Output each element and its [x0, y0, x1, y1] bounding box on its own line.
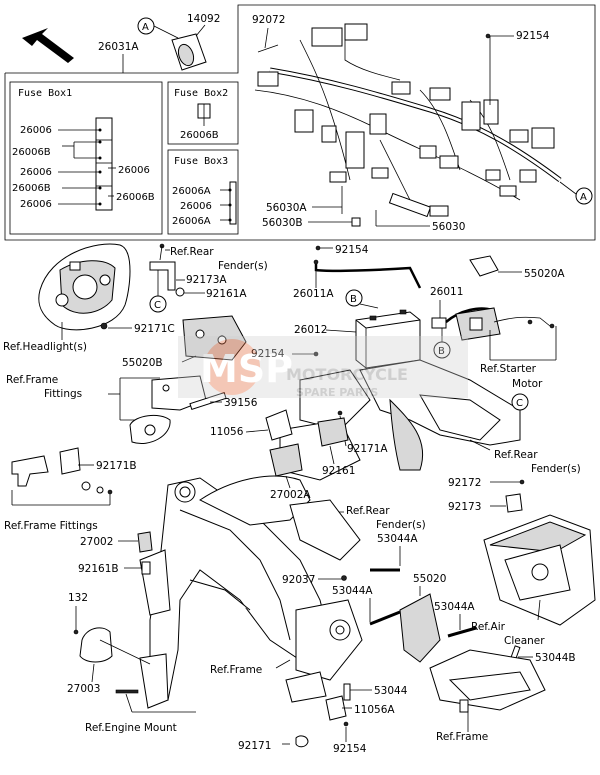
callout-a-label: A: [142, 22, 149, 33]
part-92173A-label: 92173A: [186, 274, 227, 286]
ref-frame-fittings-1b: Fittings: [44, 388, 82, 400]
relay-cover-part: A 14092: [137, 13, 220, 71]
part-92154-b-label: 92154: [335, 244, 369, 256]
part-26011-label: 26011: [430, 286, 463, 298]
watermark-logo: MSP MOTORCYCLE SPARE PARTS: [178, 336, 468, 399]
callout-b-right-label: B: [438, 346, 445, 357]
part-92173-label: 92173: [448, 501, 481, 513]
part-11056A-label: 11056A: [354, 704, 395, 716]
part-53044A-1-label: 53044A: [377, 533, 418, 545]
ref-starter-b: Motor: [512, 378, 543, 390]
fuse-box-3: Fuse Box3 26006A 26006 26006A: [167, 149, 239, 235]
part-53044-label: 53044: [374, 685, 408, 697]
fuse-box-3-part-3: 26006A: [172, 216, 211, 227]
ref-frame-2: Ref.Frame: [436, 731, 488, 743]
fuse-box-3-title: Fuse Box3: [174, 156, 228, 167]
ref-rear-fender-1b: Fender(s): [218, 260, 268, 272]
ref-rear-fender-1a: Ref.Rear: [170, 246, 214, 258]
headlight-part: [38, 243, 131, 331]
rear-frame-part: [429, 649, 546, 713]
fuse-box-1-title: Fuse Box1: [18, 88, 72, 99]
cover-55020B-part: [182, 315, 247, 361]
ref-air-b: Cleaner: [504, 635, 545, 647]
rear-fender-tray-part: [359, 359, 521, 471]
fuse-box-1-right-2: 26006B: [116, 192, 155, 203]
part-92172-label: 92172: [448, 477, 481, 489]
fuse-box-2: Fuse Box2 26006B: [167, 81, 239, 145]
part-27003-label: 27003: [67, 683, 100, 695]
bracket-27003-part: [79, 627, 113, 663]
ref-headlight-label: Ref.Headlight(s): [3, 341, 87, 353]
part-92161-label: 92161: [322, 465, 355, 477]
part-92154-top-label: 92154: [516, 30, 550, 42]
part-26012-label: 26012: [294, 324, 327, 336]
part-11056-label: 11056: [210, 426, 244, 438]
part-92171-label: 92171: [238, 740, 271, 752]
part-56030A-label: 56030A: [266, 202, 307, 214]
rear-fender-bracket-part: [289, 499, 361, 561]
fuse-box-1-left-2: 26006B: [12, 147, 51, 158]
part-92072-label: 92072: [252, 14, 285, 26]
ref-rear-fender-2a: Ref.Rear: [494, 449, 538, 461]
part-92154-d-label: 92154: [333, 743, 367, 755]
part-53044A-2-label: 53044A: [332, 585, 373, 597]
part-55020A-label: 55020A: [524, 268, 565, 280]
harness-section-outline: [4, 4, 596, 241]
part-55020-label: 55020: [413, 573, 446, 585]
ref-frame-fittings-1a: Ref.Frame: [6, 374, 58, 386]
fuse-box-1-left-5: 26006: [20, 199, 52, 210]
watermark-main: MSP: [200, 347, 293, 391]
fitting-bracket-part: [11, 455, 49, 487]
part-26031A-label: 26031A: [98, 41, 139, 53]
part-92171B-label: 92171B: [96, 460, 137, 472]
fuse-box-1-left-3: 26006: [20, 167, 52, 178]
ref-rear-fender-3a: Ref.Rear: [346, 505, 390, 517]
part-56030B-label: 56030B: [262, 217, 303, 229]
part-39156-label: 39156: [224, 397, 258, 409]
ref-frame-1: Ref.Frame: [210, 664, 262, 676]
battery-part: [355, 309, 421, 369]
part-92171C-label: 92171C: [134, 323, 175, 335]
main-wiring-harness: [254, 23, 562, 218]
lower-bracket-part: [285, 599, 363, 703]
fuse-box-3-part-2: 26006: [180, 201, 212, 212]
fuse-box-1-left-1: 26006: [20, 125, 52, 136]
ref-air-a: Ref.Air: [471, 621, 506, 633]
part-92171A-label: 92171A: [347, 443, 388, 455]
air-cleaner-part: [483, 514, 596, 626]
fuse-box-2-part: 26006B: [180, 130, 219, 141]
callout-a-right-label: A: [580, 192, 587, 203]
part-92037-label: 92037: [282, 574, 315, 586]
part-26011A-label: 26011A: [293, 288, 334, 300]
ref-rear-fender-3b: Fender(s): [376, 519, 426, 531]
ref-starter-a: Ref.Starter: [480, 363, 537, 375]
callout-b-left-label: B: [350, 294, 357, 305]
callout-c-top-label: C: [154, 300, 161, 311]
fuse-box-2-title: Fuse Box2: [174, 88, 228, 99]
callout-c-right-label: C: [516, 398, 523, 409]
part-132-label: 132: [68, 592, 88, 604]
part-53044B-label: 53044B: [535, 652, 576, 664]
ref-frame-fittings-2: Ref.Frame Fittings: [4, 520, 98, 532]
ref-engine-mount: Ref.Engine Mount: [85, 722, 177, 734]
part-56030-label: 56030: [432, 221, 465, 233]
fuse-box-1: Fuse Box1 26006 26006B 26006 26006B 2600…: [9, 81, 163, 235]
fuse-box-3-part-1: 26006A: [172, 186, 211, 197]
part-27002-label: 27002: [80, 536, 113, 548]
part-55020B-label: 55020B: [122, 357, 163, 369]
part-27002A-label: 27002A: [270, 489, 311, 501]
part-92154-c-label: 92154: [251, 348, 285, 360]
front-arrow-icon: [22, 28, 74, 63]
fuse-box-1-left-4: 26006B: [12, 183, 51, 194]
part-14092-label: 14092: [187, 13, 220, 25]
part-92161A-label: 92161A: [206, 288, 247, 300]
fuse-box-1-right-1: 26006: [118, 165, 150, 176]
ref-rear-fender-2b: Fender(s): [531, 463, 581, 475]
part-92161B-label: 92161B: [78, 563, 119, 575]
part-53044A-3-label: 53044A: [434, 601, 475, 613]
watermark-side-2: SPARE PARTS: [296, 386, 378, 399]
watermark-side-1: MOTORCYCLE: [286, 365, 408, 384]
